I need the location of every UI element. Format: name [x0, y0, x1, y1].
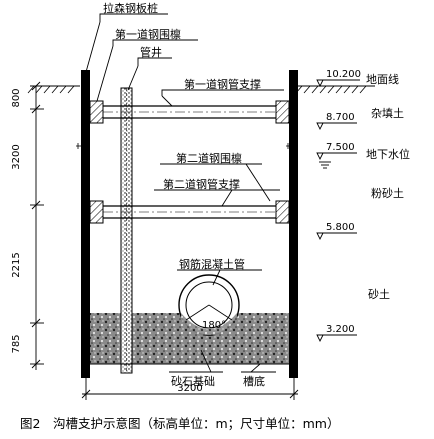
ground-hatch: [27, 85, 367, 94]
dim-bottom: 3200: [177, 383, 202, 394]
label-gravel-base: 砂石基础: [171, 375, 215, 388]
elevation-value-1: 10.200: [326, 69, 361, 80]
elevation-value-2: 8.700: [326, 112, 355, 123]
angle-ray-left: [185, 304, 210, 321]
label-well: 管井: [140, 45, 162, 59]
elevation-note-4: 粉砂土: [371, 187, 404, 200]
angle-ray-right: [208, 304, 233, 321]
label-waler-1: 第一道钢围檩: [115, 27, 181, 41]
label-angle: 180°: [202, 320, 226, 331]
left-dimension-chain: [30, 81, 44, 370]
sheet-pile-left: [81, 70, 90, 378]
elevation-note-6: 砂土: [368, 288, 390, 301]
elevation-value-3: 7.500: [326, 142, 355, 153]
sheet-pile-right: [289, 70, 298, 378]
elevation-note-3: 地下水位: [366, 147, 410, 161]
elevation-value-7: 3.200: [326, 324, 355, 335]
waler-2-left: [89, 200, 104, 224]
waler-1-left: [89, 100, 104, 124]
label-sheet-pile: 拉森钢板桩: [103, 1, 158, 15]
label-waler-2: 第二道钢围檩: [176, 151, 242, 165]
label-strut-2: 第二道钢管支撑: [163, 177, 240, 191]
figure-caption: 图2 沟槽支护示意图（标高单位：m；尺寸单位：mm）: [20, 416, 339, 431]
label-rc-pipe: 钢筋混凝土管: [179, 257, 245, 271]
dim-left-4: 785: [11, 334, 22, 353]
bottom-dimension: [81, 378, 299, 400]
label-strut-1: 第一道钢管支撑: [184, 77, 261, 91]
dim-left-3: 2215: [11, 252, 22, 277]
waler-2-right: [275, 200, 290, 224]
dim-left-1: 800: [11, 88, 22, 107]
label-trench-bottom: 槽底: [243, 374, 265, 388]
elevation-note-2: 杂填土: [371, 106, 404, 120]
elevation-marks: [316, 79, 360, 343]
elevation-value-5: 5.800: [326, 222, 355, 233]
connection-marks: [76, 143, 296, 149]
elevation-note-1: 地面线: [366, 72, 399, 86]
waler-1-right: [275, 100, 290, 124]
dim-left-2: 3200: [11, 144, 22, 169]
pipe-bedding: [181, 313, 237, 335]
leader-lines: [85, 13, 284, 373]
